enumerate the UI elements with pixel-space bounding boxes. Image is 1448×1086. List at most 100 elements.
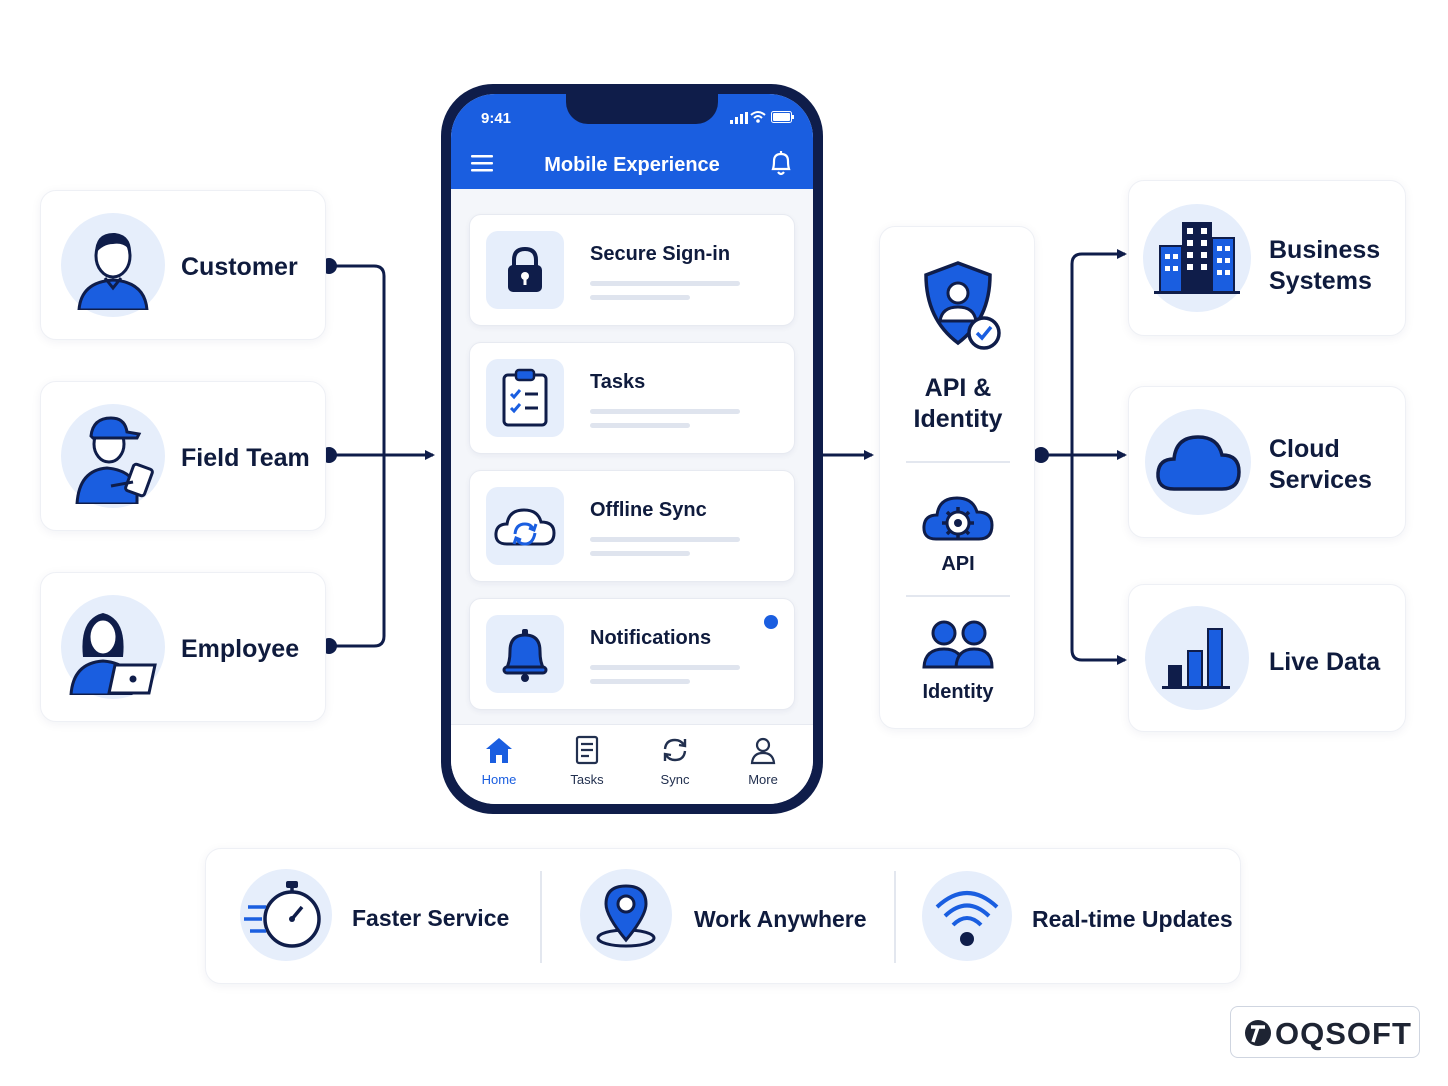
brand-mark-icon [1245, 1020, 1271, 1046]
cloud-icon [1156, 435, 1241, 491]
placeholder-line [590, 295, 690, 300]
offline-sync-label: Offline Sync [590, 499, 707, 521]
cloud-services-icon-circle [1145, 409, 1251, 515]
wifi-icon [935, 891, 999, 946]
tasks-card[interactable]: Tasks [469, 342, 795, 454]
stopwatch-icon [244, 881, 321, 948]
work-anywhere-icon-circle [580, 869, 672, 961]
phone-notch [566, 94, 718, 124]
brand-logo: OQSOFT [1230, 1006, 1420, 1058]
offline-sync-card[interactable]: Offline Sync [469, 470, 795, 582]
location-pin-icon [596, 884, 656, 948]
notifications-label: Notifications [590, 627, 712, 649]
live-data-label: Live Data [1269, 648, 1381, 676]
nav-home[interactable]: Home [464, 735, 534, 787]
employee-label: Employee [181, 635, 300, 663]
field-team-avatar [61, 404, 165, 508]
field-team-label: Field Team [181, 444, 310, 472]
real-time-updates-label: Real-time Updates [1032, 906, 1233, 932]
placeholder-line [590, 409, 740, 414]
status-time: 9:41 [481, 110, 512, 127]
notifications-card[interactable]: Notifications [469, 598, 795, 710]
divider [906, 595, 1010, 597]
users-group-icon [922, 620, 994, 669]
placeholder-line [590, 423, 690, 428]
buildings-icon [1154, 222, 1240, 294]
api-label: API [941, 553, 975, 575]
placeholder-line [590, 551, 690, 556]
document-icon [575, 735, 599, 765]
bell-icon [502, 629, 548, 682]
offline-sync-icon-box [486, 487, 564, 565]
customer-label: Customer [181, 253, 298, 281]
bottom-nav: Home Tasks Sync [451, 724, 813, 804]
cloud-services-label: Cloud Services [1269, 435, 1372, 494]
tasks-label: Tasks [590, 371, 646, 393]
unread-dot [764, 615, 778, 629]
employee-avatar [61, 595, 165, 699]
field-worker-icon [75, 416, 154, 504]
business-systems-card: Business Systems [1128, 180, 1406, 336]
divider [894, 871, 896, 963]
lock-icon [508, 246, 542, 292]
placeholder-line [590, 537, 740, 542]
business-systems-label: Business Systems [1269, 236, 1381, 295]
battery-icon [771, 111, 794, 123]
nav-tasks[interactable]: Tasks [552, 735, 622, 787]
cloud-sync-icon [494, 508, 556, 546]
nav-sync-label: Sync [660, 772, 690, 787]
wifi-status-icon [750, 111, 766, 123]
benefits-strip: Faster Service Work Anywhere Real-time U… [205, 848, 1241, 984]
secure-sign-in-label: Secure Sign-in [590, 243, 731, 265]
secure-sign-in-card[interactable]: Secure Sign-in [469, 214, 795, 326]
employee-icon [69, 613, 157, 695]
notifications-icon-box [486, 615, 564, 693]
home-icon [486, 738, 512, 763]
employee-card: Employee [40, 572, 326, 722]
divider [906, 461, 1010, 463]
sync-icon [663, 738, 687, 762]
nav-tasks-label: Tasks [570, 772, 604, 787]
brand-name: OQSOFT [1275, 1016, 1412, 1051]
app-header: 9:41 Mobile Experience [451, 94, 813, 189]
nav-more-label: More [748, 772, 778, 787]
faster-service-label: Faster Service [352, 905, 510, 931]
work-anywhere-label: Work Anywhere [694, 906, 867, 932]
faster-service-icon-circle [240, 869, 332, 961]
identity-label: Identity [922, 681, 994, 703]
api-identity-title: API & Identity [913, 374, 1003, 433]
placeholder-line [590, 679, 690, 684]
app-title: Mobile Experience [544, 154, 720, 176]
placeholder-line [590, 665, 740, 670]
live-data-card: Live Data [1128, 584, 1406, 732]
business-branch [1070, 249, 1127, 455]
api-identity-card: API & Identity API Identity [879, 226, 1035, 729]
tasks-icon-box [486, 359, 564, 437]
business-systems-icon-circle [1143, 204, 1251, 312]
placeholder-line [590, 281, 740, 286]
customer-avatar [61, 213, 165, 317]
phone-screen: 9:41 Mobile Experience [451, 94, 813, 804]
nav-sync[interactable]: Sync [640, 735, 710, 787]
notification-bell-icon[interactable] [769, 150, 793, 176]
real-time-updates-icon-circle [922, 871, 1012, 961]
customer-card: Customer [40, 190, 326, 340]
shield-user-icon [924, 261, 1001, 350]
menu-icon[interactable] [471, 154, 493, 172]
divider [540, 871, 542, 963]
bar-chart-icon [1162, 628, 1230, 689]
user-icon [750, 737, 776, 765]
secure-sign-in-icon-box [486, 231, 564, 309]
live-data-icon-circle [1145, 606, 1249, 710]
phone-mockup: 9:41 Mobile Experience [441, 84, 823, 814]
nav-more[interactable]: More [728, 735, 798, 787]
clipboard-icon [502, 368, 548, 427]
live-data-branch [1070, 455, 1127, 665]
cloud-services-card: Cloud Services [1128, 386, 1406, 538]
field-team-card: Field Team [40, 381, 326, 531]
nav-home-label: Home [481, 772, 517, 787]
customer-icon [77, 232, 149, 310]
signal-icon [730, 112, 748, 124]
cloud-gear-icon [922, 496, 994, 541]
